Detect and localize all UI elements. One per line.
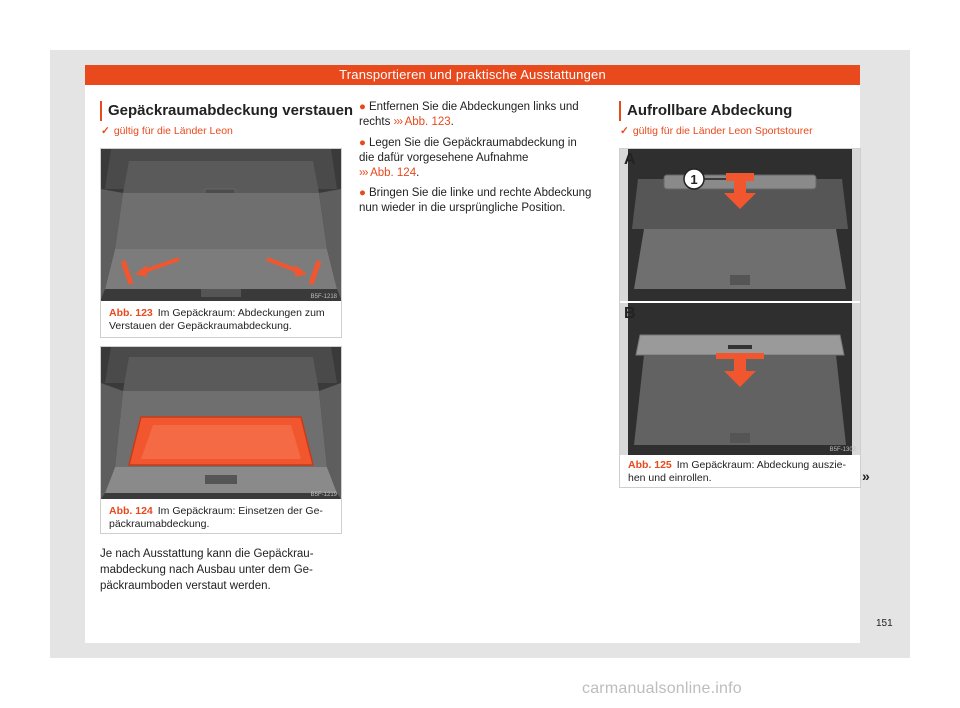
figure-number: Abb. 123 bbox=[109, 307, 153, 319]
trunk-illustration-123 bbox=[101, 149, 341, 301]
ref-link-abb-124[interactable]: ››› Abb. 124 bbox=[359, 167, 417, 179]
continue-mark: » bbox=[862, 468, 870, 484]
section-title-right: Aufrollbare Abdeckung bbox=[619, 101, 792, 121]
step-3: ●Bringen Sie die linke und rechte Abdeck… bbox=[359, 187, 592, 214]
image-label-a: A bbox=[624, 151, 636, 168]
figure-number: Abb. 125 bbox=[628, 459, 672, 471]
bullet-icon: ● bbox=[359, 137, 366, 149]
watermark: carmanualsonline.info bbox=[582, 680, 742, 697]
body-paragraph-left: Je nach Ausstattung kann die Gepäckrau- … bbox=[100, 548, 314, 592]
image-label-b: B bbox=[624, 305, 636, 322]
bullet-icon: ● bbox=[359, 101, 366, 113]
check-icon: ✓ bbox=[620, 125, 629, 137]
figure-number: Abb. 124 bbox=[109, 505, 153, 517]
figure-code: B5F-1302 bbox=[829, 447, 856, 453]
section-title-left: Gepäckraumabdeckung verstauen bbox=[100, 101, 353, 121]
chapter-header: Transportieren und praktische Ausstattun… bbox=[85, 65, 860, 85]
validity-right: ✓gültig für die Länder Leon Sportstourer bbox=[620, 125, 813, 137]
validity-left: ✓gültig für die Länder Leon bbox=[101, 125, 233, 137]
page-number: 151 bbox=[876, 618, 893, 629]
ref-link-abb-123[interactable]: ››› Abb. 123 bbox=[393, 116, 451, 128]
callout-number: 1 bbox=[690, 172, 697, 187]
check-icon: ✓ bbox=[101, 125, 110, 137]
figure-code: B5F-1218 bbox=[310, 294, 337, 300]
trunk-illustration-125: 1 bbox=[620, 149, 860, 455]
bullet-icon: ● bbox=[359, 187, 366, 199]
trunk-illustration-124 bbox=[101, 347, 341, 499]
figure-code: B5F-1219 bbox=[310, 492, 337, 498]
step-1: ●Entfernen Sie die Abdeckungen links und… bbox=[359, 101, 579, 128]
step-2: ●Legen Sie die Gepäckraumabdeckung in di… bbox=[359, 137, 577, 179]
